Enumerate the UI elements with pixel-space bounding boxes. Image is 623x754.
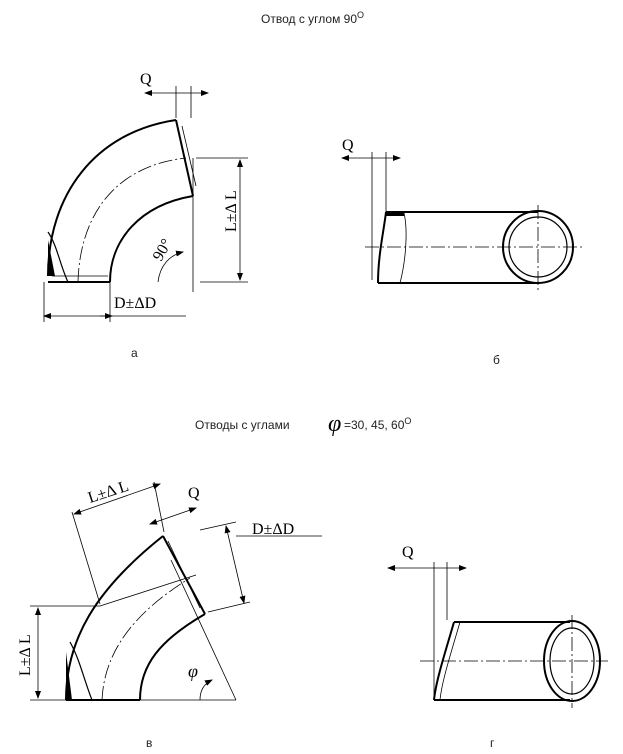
title-top: Отвод с углом 90O [261,10,364,26]
figure-b-q-label: Q [342,137,354,154]
figure-a-angle-label: 90° [150,236,176,264]
figure-g-pipe-angled: Q г [387,544,608,750]
figure-a-diameter-label: D±ΔD [114,295,156,312]
figure-v-length-diag-label: L±Δ L [86,478,131,507]
figure-g-q-label: Q [402,544,414,561]
title-bottom-prefix: Отводы с углами [195,418,290,432]
figure-b-pipe: Q б [341,137,585,367]
title-top-degree: O [357,10,364,20]
figure-v-elbow-angled: L±Δ L Q D±ΔD L±Δ L φ в [17,478,322,750]
figure-v-caption: в [146,736,152,750]
figure-a-length-label: L±Δ L [223,190,240,232]
figure-v-diameter-label: D±ΔD [252,521,294,538]
figure-a-q-label: Q [140,71,152,88]
figure-a-caption: а [131,346,138,360]
figure-v-q-label: Q [188,485,200,502]
title-bottom-suffix: =30, 45, 60O [344,416,411,432]
figure-g-caption: г [490,736,495,750]
figure-b-caption: б [493,353,500,367]
title-bottom: Отводы с углами φ =30, 45, 60O [195,411,411,437]
figure-v-angle-label: φ [188,661,198,681]
figure-v-length-vert-label: L±Δ L [17,634,34,676]
phi-symbol: φ [328,411,341,437]
figure-a-elbow-90: Q L±Δ L 90° D±ΔD а [43,71,248,360]
